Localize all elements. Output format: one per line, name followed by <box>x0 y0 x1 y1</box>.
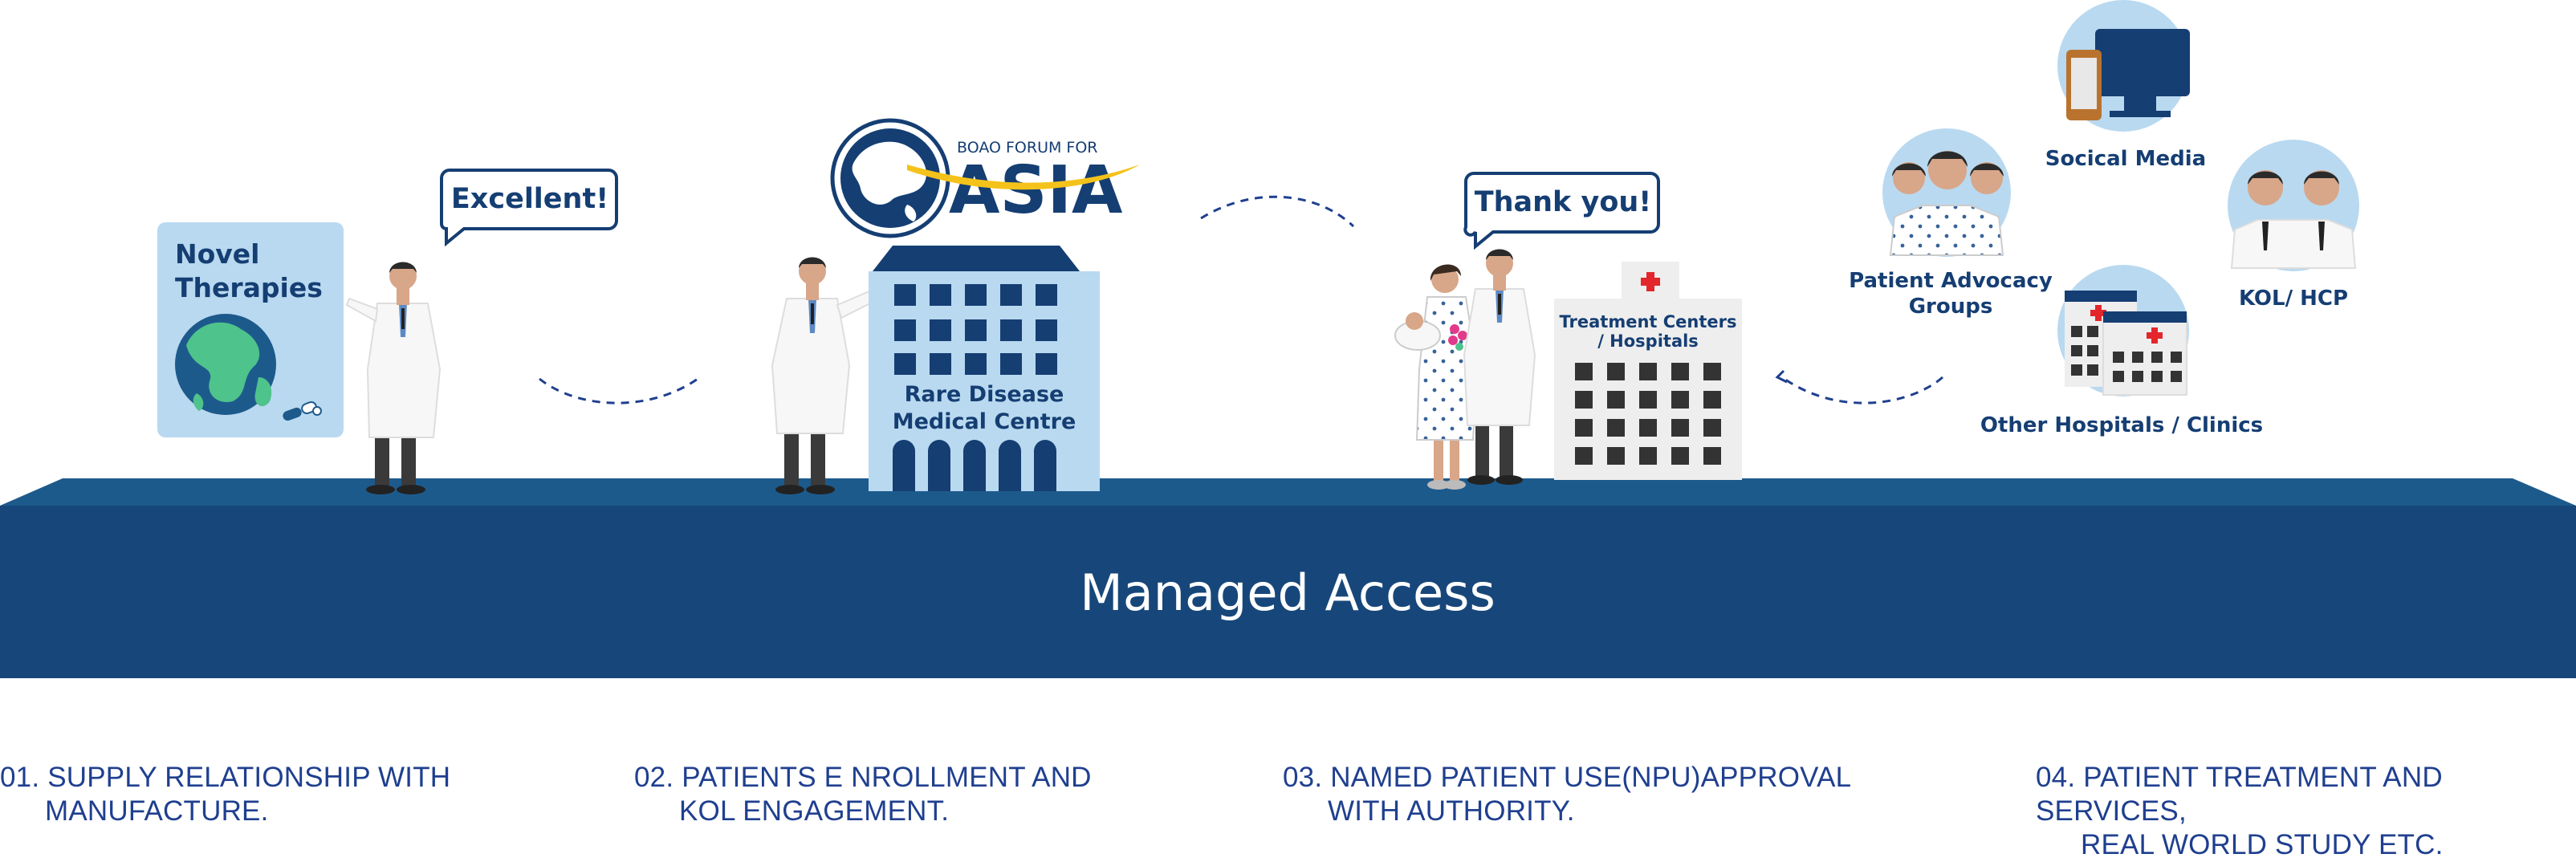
novel-therapies-card: Novel Therapies <box>157 222 344 437</box>
boao-forum-logo: BOAO FORUM FOR ASIA <box>830 118 1140 238</box>
step-4: 04. PATIENT TREATMENT AND SERVICES, REAL… <box>2036 761 2576 862</box>
arrow-2 <box>1200 195 1355 228</box>
globe-icon <box>175 314 276 415</box>
clinics-icon <box>2065 291 2187 396</box>
rare-disease-building: Rare Disease Medical Centre <box>869 246 1100 491</box>
doctors-pair-icon <box>2230 170 2357 269</box>
building-windows <box>893 284 1057 491</box>
step-4-line1: PATIENT TREATMENT AND SERVICES, <box>2036 762 2443 827</box>
computer-icon <box>2095 29 2190 117</box>
step-2-line2: KOL ENGAGEMENT. <box>679 795 950 827</box>
doctor-figure <box>345 262 442 494</box>
step-1: 01. SUPPLY RELATIONSHIP WITH MANUFACTURE… <box>0 761 450 828</box>
treatment-centers-line2: / Hospitals <box>1597 331 1699 351</box>
kol-hcp-node: KOL/ HCP <box>2228 140 2359 311</box>
patient-advocacy-node: Patient Advocacy Groups <box>1849 128 2053 319</box>
step-1-number: 01. <box>0 762 40 793</box>
rare-disease-line1: Rare Disease <box>905 382 1064 407</box>
other-hospitals-node: Other Hospitals / Clinics <box>1980 265 2263 437</box>
step-2-number: 02. <box>634 762 674 793</box>
boao-big-text: ASIA <box>949 152 1123 229</box>
social-media-node: Socical Media <box>2045 0 2206 171</box>
pill-icon <box>283 401 322 421</box>
doctor-figure <box>771 257 883 494</box>
boao-small-text: BOAO FORUM FOR <box>957 139 1098 157</box>
platform-front <box>0 506 2576 678</box>
platform-top <box>0 478 2576 506</box>
process-steps: 01. SUPPLY RELATIONSHIP WITH MANUFACTURE… <box>0 761 2576 860</box>
step-4-number: 04. <box>2036 762 2076 793</box>
patient-advocacy-line2: Groups <box>1909 295 1993 319</box>
step-4-line2: REAL WORLD STUDY ETC. <box>2081 829 2444 860</box>
red-cross-icon <box>1641 272 1660 291</box>
step-3-line2: WITH AUTHORITY. <box>1328 795 1575 827</box>
novel-therapies-line1: Novel <box>175 238 260 270</box>
step-1-line1: SUPPLY RELATIONSHIP WITH <box>47 762 451 793</box>
bubble-thank-you-text: Thank you! <box>1475 186 1652 218</box>
step-3: 03. NAMED PATIENT USE(NPU)APPROVAL WITH … <box>1283 761 1851 828</box>
step-3-number: 03. <box>1283 762 1323 793</box>
baby-icon <box>1394 312 1441 351</box>
hospital-windows <box>1575 363 1721 465</box>
bubble-excellent-text: Excellent! <box>451 183 608 215</box>
flower-icon <box>1448 324 1467 351</box>
treatment-center-building: Treatment Centers / Hospitals <box>1554 262 1742 480</box>
managed-access-diagram: Managed Access Novel Therapies Excellent… <box>0 0 2576 678</box>
step-2-line1: PATIENTS E NROLLMENT AND <box>682 762 1092 793</box>
step-3-line1: NAMED PATIENT USE(NPU)APPROVAL <box>1330 762 1852 793</box>
bubble-excellent: Excellent! <box>440 169 618 247</box>
other-hospitals-label: Other Hospitals / Clinics <box>1980 413 2263 437</box>
boao-swoosh <box>907 165 1140 190</box>
doctor-figure <box>1463 249 1536 485</box>
patients-group-icon <box>1889 151 2004 256</box>
platform-label: Managed Access <box>1080 563 1496 622</box>
treatment-centers-line1: Treatment Centers <box>1560 312 1737 331</box>
kol-hcp-label: KOL/ HCP <box>2239 287 2348 311</box>
phone-icon <box>2066 50 2102 120</box>
social-media-label: Socical Media <box>2045 147 2206 171</box>
novel-therapies-line2: Therapies <box>175 272 323 303</box>
arrow-1 <box>539 376 701 405</box>
step-2: 02. PATIENTS E NROLLMENT AND KOL ENGAGEM… <box>634 761 1092 828</box>
rare-disease-line2: Medical Centre <box>893 409 1076 434</box>
arrow-3 <box>1775 369 1943 405</box>
patient-mother-figure <box>1394 264 1479 490</box>
bubble-thank-you: Thank you! <box>1463 172 1660 250</box>
platform: Managed Access <box>0 478 2576 678</box>
patient-advocacy-line1: Patient Advocacy <box>1849 269 2053 293</box>
step-1-line2: MANUFACTURE. <box>45 795 269 827</box>
